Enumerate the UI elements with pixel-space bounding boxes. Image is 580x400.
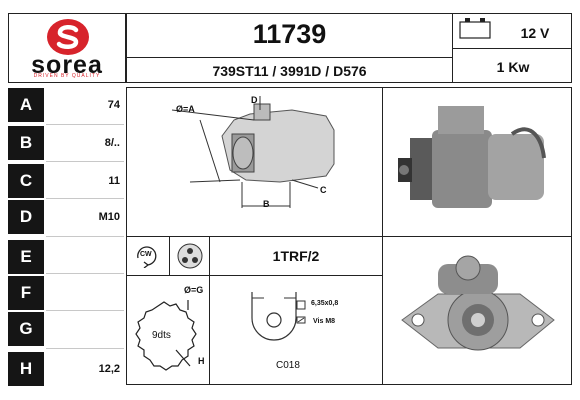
mount-code: 1TRF/2 — [272, 248, 320, 264]
row-value-b: 8/.. — [104, 137, 120, 149]
part-number: 11739 — [252, 19, 327, 49]
row-separator — [46, 310, 124, 311]
terminal-spec-1: 6,35x0,8 — [311, 300, 339, 307]
row-letter-e: E — [8, 240, 44, 274]
row-value-a: 74 — [107, 99, 120, 111]
sorea-logo-icon — [47, 19, 89, 55]
row-letter-g: G — [8, 312, 44, 346]
pinion-height-label: H — [198, 356, 205, 366]
row-value-d: M10 — [98, 211, 120, 223]
battery-icon — [459, 18, 491, 39]
brand-name: sorea — [31, 51, 103, 79]
row-letter-f: F — [8, 276, 44, 310]
photo-front-cell — [382, 236, 572, 385]
row-value-c: 11 — [108, 175, 120, 187]
row-value-e — [48, 240, 124, 274]
pinion-diameter-label: Ø=G — [184, 285, 204, 295]
terminal-drawing — [251, 292, 297, 341]
row-letter-d: D — [8, 200, 44, 234]
label-a: Ø=A — [176, 104, 195, 114]
row-value-h: 12,2 — [98, 363, 120, 375]
power: 1 Kw — [496, 59, 530, 75]
row-letter-c: C — [8, 164, 44, 198]
row-separator — [46, 273, 124, 274]
references: 739ST11 / 3991D / D576 — [212, 63, 367, 79]
row-letter-a: A — [8, 88, 44, 122]
electrical-cell — [452, 13, 572, 83]
brand-tagline: DRIVEN BY QUALITY — [33, 73, 101, 79]
starter-front-photo — [401, 255, 555, 351]
label-b: B — [263, 199, 270, 209]
voltage: 12 V — [520, 25, 550, 41]
rotation-label: CW — [140, 251, 152, 258]
pinion-gear-icon — [135, 300, 197, 371]
label-c: C — [320, 185, 327, 195]
logo-cell — [8, 13, 126, 83]
row-separator — [46, 348, 124, 349]
electrical-divider — [453, 48, 571, 49]
row-letter-b: B — [8, 126, 44, 160]
row-separator — [46, 161, 124, 162]
row-separator — [46, 198, 124, 199]
screw-terminal-icon — [296, 316, 306, 324]
flat-terminal-icon — [296, 300, 306, 310]
pinion-teeth: 9dts — [152, 330, 171, 341]
row-separator — [46, 236, 124, 237]
starter-side-photo — [398, 106, 546, 208]
mount-flange-icon — [177, 243, 203, 269]
row-value-g — [48, 312, 124, 346]
label-d: D — [251, 95, 258, 105]
terminal-code: C018 — [276, 360, 300, 371]
clockwise-rotation-icon — [137, 246, 157, 268]
row-letter-h: H — [8, 352, 44, 386]
row-separator — [46, 124, 124, 125]
terminal-spec-2: Vis M8 — [313, 318, 336, 325]
starter-dimension-drawing — [171, 96, 335, 208]
row-value-f — [48, 276, 124, 310]
